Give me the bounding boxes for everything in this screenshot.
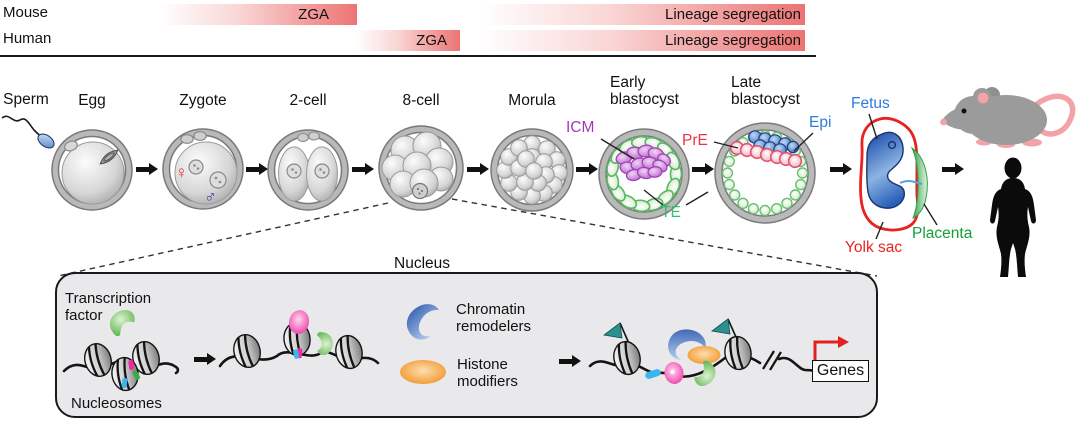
epi-annotation: Epi: [809, 114, 832, 131]
dna-break-marks: [762, 350, 782, 371]
eight-cell-label: 8-cell: [402, 92, 440, 109]
mouse-eye: [961, 108, 967, 114]
human-lineage-text: Lineage segregation: [665, 32, 801, 49]
mouse-nose: [940, 118, 947, 126]
histone-marks: [293, 348, 303, 359]
te-annotation: TE: [661, 204, 681, 221]
morula-label: Morula: [508, 92, 556, 109]
female-pronucleus: [188, 159, 204, 175]
chromatin-artwork: [62, 300, 849, 394]
female-symbol: ♀: [175, 163, 188, 182]
egg-diagram: [51, 129, 133, 211]
transcription-arrow: [813, 340, 838, 361]
bound-factors: [664, 358, 720, 390]
timeline-human-label: Human: [3, 30, 52, 47]
pre-annotation: PrE: [682, 132, 708, 149]
arrow-2cell-8cell: [352, 162, 374, 174]
nucleus-panel: Transcription factor Nucleosomes Chromat…: [55, 272, 878, 418]
meiotic-spindle: [99, 149, 119, 165]
transcription-factor-label: Transcription factor: [65, 290, 152, 324]
arrow-8cell-morula: [467, 162, 489, 174]
nucleus-panel-title: Nucleus: [394, 255, 450, 272]
nucleosomes-label: Nucleosomes: [71, 395, 162, 412]
human-lineage-bar: Lineage segregation: [480, 30, 805, 51]
male-symbol: ♂: [204, 187, 217, 206]
two-cell-label: 2-cell: [289, 92, 327, 109]
male-pronucleus: [209, 171, 227, 189]
mouse-lineage-text: Lineage segregation: [665, 6, 801, 23]
arrow-opening-to-open: [559, 354, 581, 366]
mouse-zga-text: ZGA: [298, 6, 329, 23]
sperm-label: Sperm: [3, 91, 49, 108]
timeline-mouse-label: Mouse: [3, 4, 49, 21]
zygote-diagram: ♀ ♂: [162, 128, 244, 210]
early-blastocyst-label: Early blastocyst: [610, 74, 679, 109]
human-silhouette: [990, 157, 1036, 277]
human-zga-text: ZGA: [416, 32, 447, 49]
mouse-lineage-bar: Lineage segregation: [480, 4, 805, 25]
fetus-diagram: [859, 116, 928, 232]
genes-box: Genes: [812, 360, 869, 382]
arrow-zygote-2cell: [246, 162, 268, 174]
arrow-egg-zygote: [136, 162, 158, 174]
icm-annotation: ICM: [566, 119, 595, 136]
two-cell-diagram: [267, 129, 349, 211]
arrow-early-late: [692, 162, 714, 174]
yolk-sac-outline: [859, 116, 920, 232]
arrow-late-fetus: [830, 162, 852, 174]
mouse-zga-bar: ZGA: [160, 4, 357, 25]
polar-body: [180, 133, 194, 145]
yolk-sac-annotation: Yolk sac: [845, 239, 903, 256]
morula-diagram: [490, 128, 574, 212]
histone-marks: [121, 359, 141, 389]
mouse-silhouette: [940, 87, 1076, 149]
dna-accessible-site: [645, 369, 661, 379]
arrow-fetus-organisms: [942, 162, 964, 174]
histone-modifier-icon: [400, 360, 446, 384]
pioneer-factor-icon: [288, 310, 310, 334]
zygote-label: Zygote: [179, 92, 227, 109]
fetus-annotation: Fetus: [851, 95, 890, 112]
chromatin-remodeler-icon: [402, 300, 447, 344]
small-cell: [411, 182, 429, 200]
polar-body: [308, 131, 320, 141]
late-blastocyst-diagram: [714, 122, 816, 224]
timeline-axis-line: [0, 55, 816, 57]
arrow-closed-to-opening: [194, 352, 216, 364]
histone-modifiers-label: Histone modifiers: [457, 356, 518, 390]
polar-body: [297, 132, 309, 143]
polar-body: [64, 140, 78, 152]
placenta-annotation: Placenta: [912, 225, 973, 242]
eight-cell-diagram: [378, 125, 464, 211]
mouse-tail: [1029, 93, 1076, 137]
umbilical-cord: [899, 180, 923, 185]
zoom-callout-line-left: [57, 202, 389, 277]
polar-body: [193, 130, 207, 142]
arrow-morula-early: [576, 162, 598, 174]
human-zga-bar: ZGA: [355, 30, 460, 51]
histone-modifier-icon: [687, 346, 721, 364]
egg-label: Egg: [78, 92, 106, 109]
late-blastocyst-label: Late blastocyst: [731, 74, 800, 109]
chromatin-remodelers-label: Chromatin remodelers: [456, 301, 532, 335]
fetus-shape: [866, 131, 905, 209]
sperm-icon: [1, 115, 55, 149]
